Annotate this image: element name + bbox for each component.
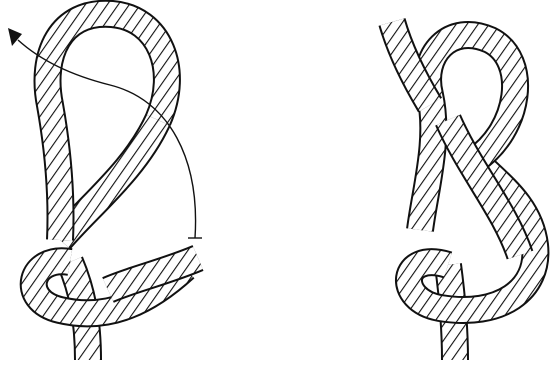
figure-eight-knot-tying-icon	[34, 14, 198, 360]
arrowhead-icon	[8, 28, 22, 46]
right-knot-panel	[392, 22, 535, 360]
figure-eight-knot-finished-icon	[392, 22, 535, 360]
left-knot-panel	[8, 14, 202, 360]
